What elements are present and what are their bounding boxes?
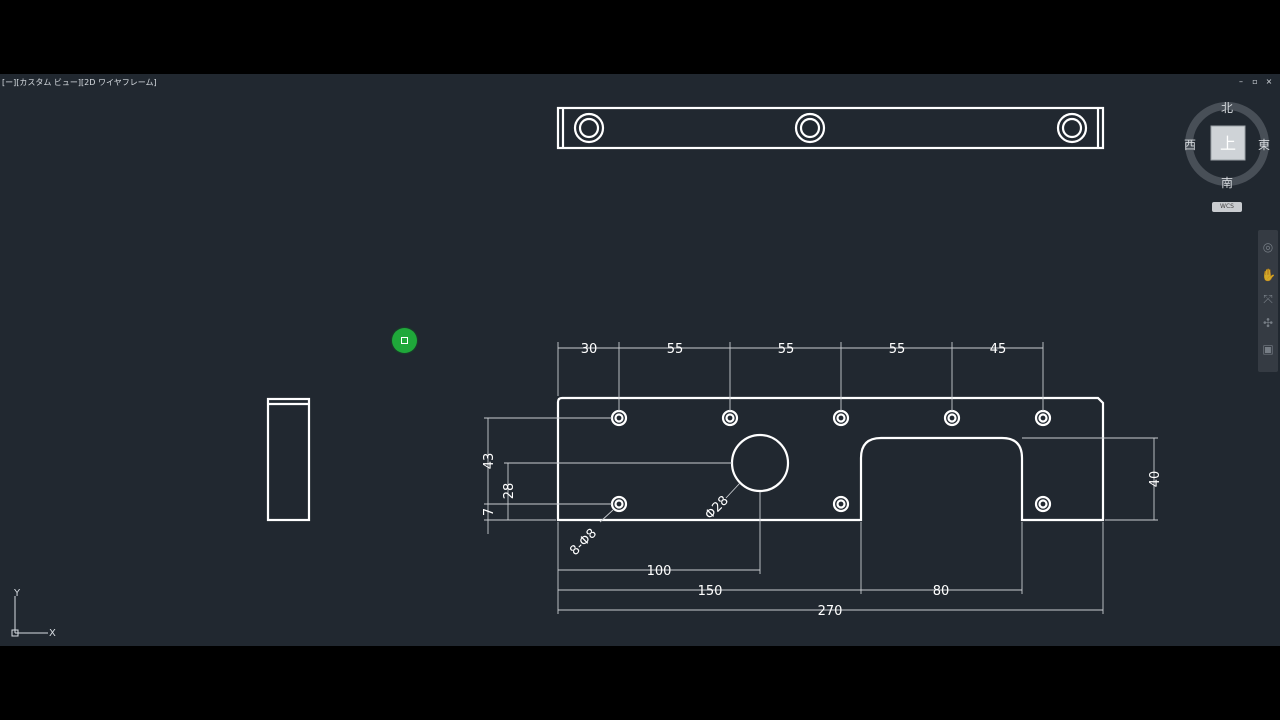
dim-40: 40 [1148,471,1163,488]
small-hole-inner [1038,499,1048,509]
pan-icon[interactable]: ✋ [1261,268,1276,282]
top-view-hole-outer [794,112,826,144]
viewcube-east[interactable]: 東 [1258,138,1270,152]
viewcube-north[interactable]: 北 [1221,101,1233,115]
small-hole-inner [836,413,846,423]
orbit-icon[interactable]: ✣ [1262,316,1274,330]
dim-45: 45 [990,342,1007,357]
showmotion-icon[interactable]: ▣ [1262,342,1274,356]
top-view-hole-outer [573,112,605,144]
dim-55-c: 55 [889,342,906,357]
leader-phi28: Φ28 [702,493,732,523]
top-view [556,106,1105,150]
leader-8-phi8: 8-Φ8 [567,526,600,559]
small-hole [610,495,628,513]
front-view-outline [556,396,1105,522]
small-hole-inner [725,413,735,423]
bottom-dimensions: 100 150 80 270 [557,492,1104,619]
snap-marker-icon [392,328,417,353]
left-dimensions: 43 28 7 [482,417,732,534]
small-holes [610,409,1052,513]
small-hole [721,409,739,427]
top-view-hole-inner [799,117,821,139]
viewcube-face-label: 上 [1220,134,1236,153]
top-view-outline [556,106,1105,150]
dim-150: 150 [698,584,723,599]
top-view-hole-inner [578,117,600,139]
small-hole [943,409,961,427]
dim-7: 7 [482,508,497,516]
ucs-y-label: Y [13,588,21,599]
view-control-label[interactable]: [ー][カスタム ビュー][2D ワイヤフレーム] [2,78,157,87]
side-view-outline [266,397,311,522]
small-hole [832,495,850,513]
ucs-icon: Y X [11,588,56,639]
dim-43: 43 [482,453,497,470]
small-hole-inner [1038,413,1048,423]
small-hole [832,409,850,427]
restore-button[interactable]: ▫ [1252,77,1258,86]
dim-30: 30 [581,342,598,357]
dim-270: 270 [818,604,843,619]
front-view [556,396,1105,522]
dim-28: 28 [502,483,517,500]
minimize-button[interactable]: – [1239,77,1243,86]
viewcube-south[interactable]: 南 [1221,175,1233,190]
small-hole-inner [614,499,624,509]
small-hole-inner [836,499,846,509]
navigation-bar: ◎ ✋ ⤧ ✣ ▣ [1258,230,1278,372]
cad-drawing: 30 55 55 55 45 43 28 7 40 8- [266,106,1163,619]
viewcube-top-face[interactable] [1210,125,1246,161]
top-dimension-chain: 30 55 55 55 45 [557,342,1044,411]
right-dimension: 40 [1022,437,1163,521]
ucs-x-label: X [49,628,56,639]
viewcube[interactable]: 上 北 南 東 西 [1180,98,1276,218]
wcs-menu-button[interactable]: WCS [1212,202,1242,212]
viewcube-west[interactable]: 西 [1184,138,1196,152]
side-view [266,397,311,522]
dim-55-b: 55 [778,342,795,357]
dim-80: 80 [933,584,950,599]
small-hole [1034,409,1052,427]
top-view-hole-inner [1061,117,1083,139]
dim-55-a: 55 [667,342,684,357]
large-hole [730,433,790,493]
top-view-hole-outer [1056,112,1088,144]
dim-100: 100 [647,564,672,579]
small-hole-inner [614,413,624,423]
drawing-viewport[interactable]: [ー][カスタム ビュー][2D ワイヤフレーム] – ▫ × [0,74,1280,646]
close-button[interactable]: × [1265,77,1273,86]
small-hole-inner [947,413,957,423]
viewport-window-controls: – ▫ × [1236,77,1274,87]
zoom-icon[interactable]: ⤧ [1263,292,1273,306]
small-hole [610,409,628,427]
steering-wheel-icon[interactable]: ◎ [1262,240,1274,254]
small-hole [1034,495,1052,513]
